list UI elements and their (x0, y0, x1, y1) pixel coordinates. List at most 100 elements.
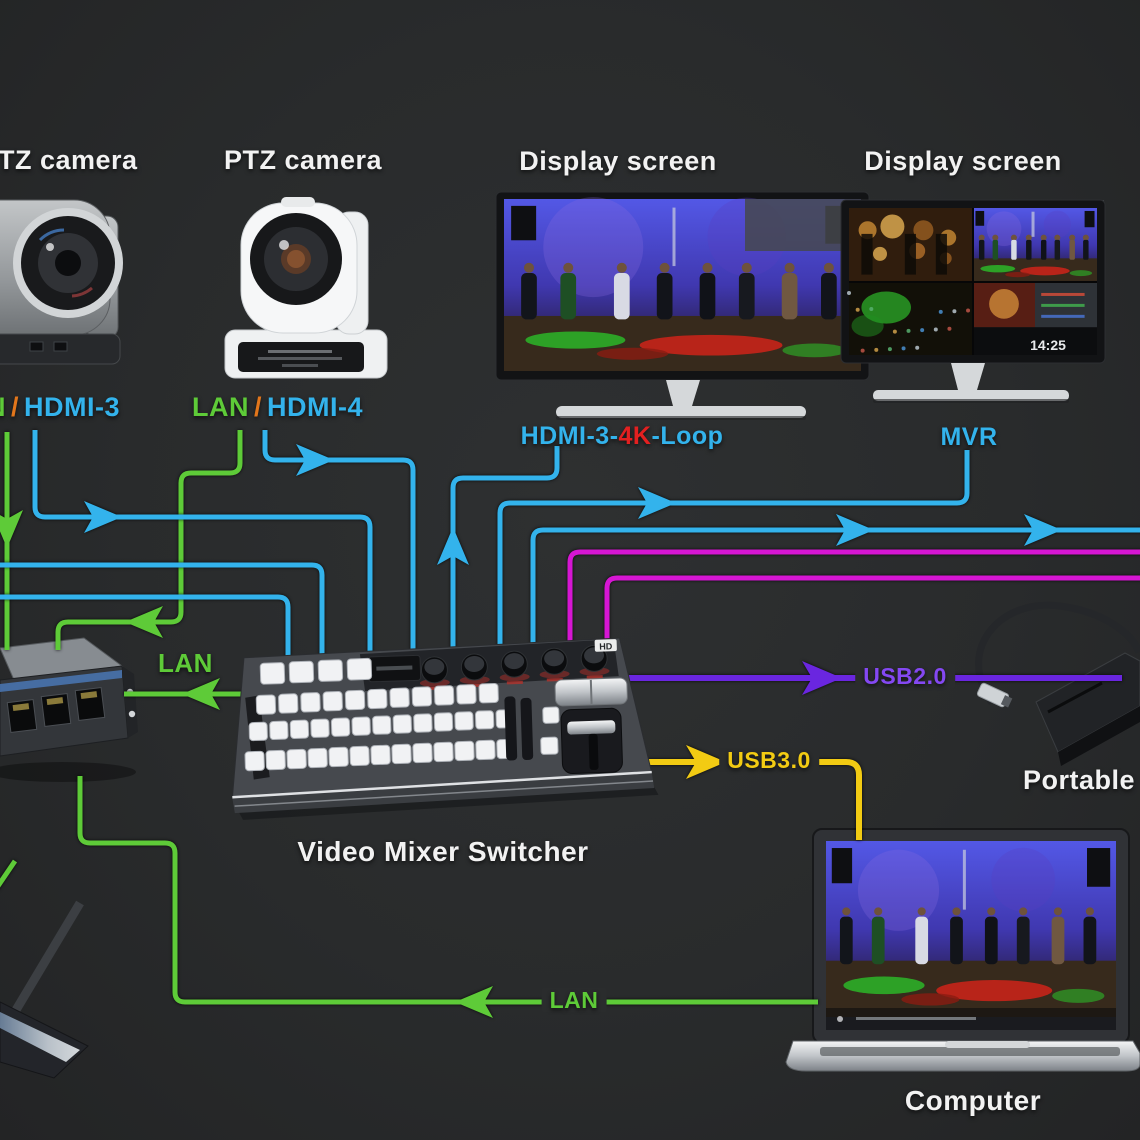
camera1-port (29, 341, 44, 352)
stage-figure (656, 272, 673, 320)
stage-figure (563, 262, 574, 273)
usb2-label: USB2.0 (855, 664, 955, 688)
stage-figure (1053, 907, 1063, 916)
mixer-button (344, 689, 366, 711)
video-mixer: HD (231, 637, 659, 820)
stage-figure (1054, 239, 1061, 260)
camera2-ports-label: LAN/HDMI-4 (192, 393, 368, 421)
mixer-button (317, 659, 344, 682)
camera1-hdmi-label: HDMI-3 (24, 392, 121, 422)
stage-figure (839, 916, 853, 965)
ptz-camera-2 (224, 197, 388, 379)
wire-hdmi-left-input-1 (0, 562, 325, 658)
wire-lan-fragment (0, 859, 18, 888)
loop-label-4k: 4K (618, 422, 652, 450)
arrow-right-icon (836, 514, 874, 546)
camera1-port (53, 341, 68, 352)
mixer-button (346, 657, 373, 681)
mixer-button (370, 744, 391, 766)
stream-wires (567, 549, 1140, 658)
wire-stream-out-1 (567, 549, 1140, 658)
mixer-button (265, 749, 286, 771)
stage-figure (1026, 239, 1032, 260)
display1-connection-label: HDMI-3-4K-Loop (521, 423, 724, 449)
usb3-wire (640, 745, 862, 840)
stage-figure (1040, 239, 1047, 260)
mixer-tbar-handle (567, 720, 616, 735)
loop-label-prefix: HDMI-3- (520, 422, 619, 450)
mixer-button (367, 688, 388, 710)
mixer-button (286, 748, 307, 770)
computer-laptop (785, 828, 1140, 1072)
stage-figure (917, 907, 926, 916)
mixer-button (310, 718, 330, 738)
mixer-button (259, 662, 286, 685)
display1-base (556, 406, 806, 418)
portable-drive (975, 601, 1140, 766)
mixer-button (412, 742, 433, 764)
stage-figure (741, 262, 752, 273)
wire-hdmi-loop-mixer-display1 (450, 446, 560, 658)
mixer-button (288, 660, 315, 684)
mixer-button (478, 682, 499, 704)
wire-hdmi-left-input-2 (0, 594, 291, 658)
arrow-right-icon (296, 444, 334, 476)
mixer-button (475, 739, 496, 761)
stage-figure (871, 916, 885, 965)
arrow-left-icon (455, 986, 493, 1018)
wire-mvr-mixer-display2 (497, 450, 970, 658)
arrow-right-icon (638, 487, 676, 519)
mixer-button (349, 745, 370, 767)
wire-stream-out-2 (604, 575, 1140, 658)
arrow-right-icon (1024, 514, 1062, 546)
stage-figure (823, 262, 834, 273)
camera2-lens (250, 213, 342, 305)
ptz-camera-1 (0, 199, 123, 365)
mixer-button (392, 714, 412, 734)
mixer-buttons (244, 657, 517, 772)
arrow-down-icon (0, 510, 23, 548)
stage-figure (992, 239, 999, 260)
stage-figure (1025, 234, 1032, 241)
mixer-button (330, 717, 351, 737)
mixer-button (433, 741, 454, 763)
stage-figure (984, 916, 998, 965)
mixer-button (454, 711, 474, 731)
stage-figure (784, 262, 795, 273)
display-screen-2: 14:25 (840, 199, 1106, 403)
stage-figure (992, 234, 999, 241)
wire-lan-camera2-switch (55, 430, 243, 650)
stage-figure (978, 234, 985, 241)
stage-figure (950, 916, 963, 965)
stage-figure (702, 262, 713, 273)
display1-title: Display screen (519, 146, 717, 176)
display-screen-1 (495, 191, 870, 420)
camera1-title: TZ camera (0, 145, 138, 175)
wire-hdmi3-camera1-mixer (32, 430, 373, 658)
mixer-button (248, 721, 268, 742)
display2-stand (951, 363, 985, 390)
display1-stand (666, 380, 700, 406)
arrow-left-icon (125, 606, 163, 638)
loop-label-suffix: -Loop (651, 422, 724, 450)
lan-bottom-label: LAN (541, 988, 607, 1012)
camera2-hdmi-label: HDMI-4 (267, 392, 364, 422)
mixer-button (389, 687, 410, 708)
wire-hdmi4-camera2-mixer (262, 430, 416, 658)
hdmi-wires (0, 430, 1140, 658)
mixer-button (244, 750, 265, 772)
stage-figure (738, 272, 755, 320)
display2-base (873, 390, 1069, 401)
stage-figure (1082, 234, 1089, 241)
stage-figure (613, 272, 630, 320)
display2-quadrant-warm (849, 208, 973, 282)
mixer-button (289, 719, 310, 739)
mixer-button (454, 740, 475, 762)
mixer-button (456, 684, 477, 705)
switch-side (122, 666, 138, 738)
stage-figure (616, 262, 627, 273)
display2-quadrant-crowd (847, 282, 973, 355)
stage-figure (699, 272, 716, 320)
portable-drive-title: Portable (1023, 765, 1136, 795)
